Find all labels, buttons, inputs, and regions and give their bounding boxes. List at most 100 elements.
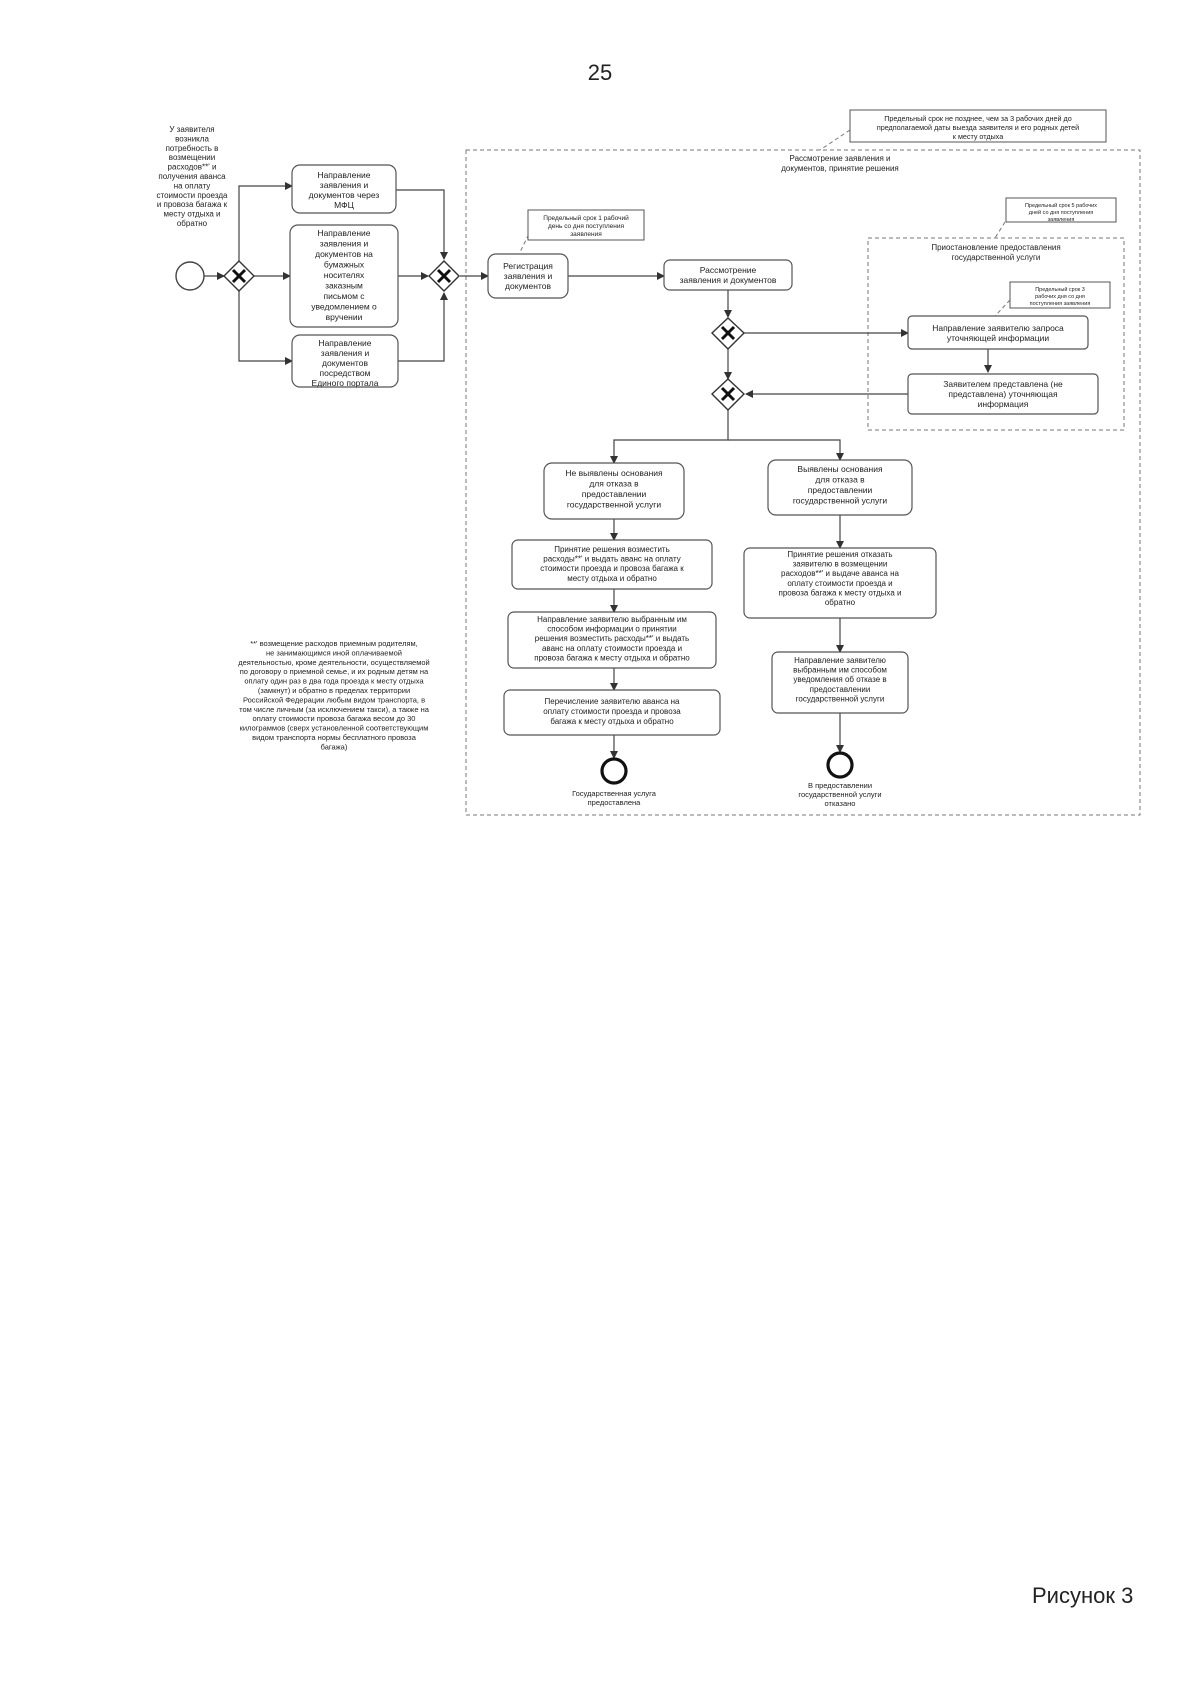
- request-info-text: Направление заявителю запросауточняющей …: [932, 323, 1064, 343]
- no-grounds-text-line: предоставлении: [582, 489, 647, 499]
- page-number: 25: [587, 60, 613, 85]
- notify-refuse-text-line: государственной услуги: [796, 694, 885, 703]
- review-text-line: Рассмотрение: [700, 265, 757, 275]
- footnote-text-line: Российской Федерации любым видом транспо…: [243, 695, 425, 704]
- no-grounds-text-line: для отказа в: [589, 479, 639, 489]
- initiator-text-line: стоимости проезда: [157, 191, 228, 200]
- footnote-text-line: том числе личным (за исключением такси),…: [239, 705, 430, 714]
- task-no-grounds: [543, 462, 685, 520]
- request-note-text-line: Предельный срок 3: [1035, 286, 1085, 293]
- registration-note-text-line: Предельный срок 1 рабочий: [543, 214, 629, 222]
- task-registration: [487, 253, 569, 299]
- deadline-note: [849, 109, 1107, 143]
- task-request-info: [907, 315, 1089, 350]
- initiator-text-line: потребность в: [166, 144, 219, 153]
- footnote-text: **' возмещение расходов приемным родител…: [238, 639, 429, 751]
- decision-refuse-text-line: Принятие решения отказать: [787, 550, 892, 559]
- notify-approve-text-line: провоза багажа к месту отдыха и обратно: [534, 653, 690, 662]
- suspension-pool-text-line: Приостановление предоставления: [931, 243, 1060, 252]
- end-granted-text-line: Государственная услуга: [572, 789, 657, 798]
- end-granted-text-line: предоставлена: [588, 798, 642, 807]
- initiator-text-line: и провоза багажа к: [157, 200, 228, 209]
- footnote-text-line: багажа): [321, 742, 348, 751]
- end-event-refused: [826, 751, 854, 779]
- suspension-note-connector: [994, 221, 1006, 239]
- registration-text-line: заявления и: [504, 271, 553, 281]
- submit-portal-text-line: заявления и: [321, 348, 370, 358]
- initiator-text-line: получения аванса: [158, 172, 226, 181]
- initiator-text-line: возмещении: [169, 153, 215, 162]
- suspension-note: [1005, 197, 1117, 223]
- suspension-pool-text: Приостановление предоставлениягосударств…: [931, 243, 1060, 262]
- notify-approve-text-line: Направление заявителю выбранным им: [537, 615, 687, 624]
- deadline-note-text-line: к месту отдыха: [953, 132, 1003, 141]
- flow-edges: [190, 182, 992, 759]
- submit-mail-text-line: бумажных: [324, 260, 365, 270]
- notify-refuse-text-line: уведомления об отказе в: [793, 675, 886, 684]
- request-note-text-line: рабочих дня со дня: [1035, 294, 1085, 300]
- deadline-note-text: Предельный срок не позднее, чем за 3 раб…: [877, 114, 1079, 141]
- notify-refuse-text-line: предоставлении: [810, 685, 871, 694]
- request-note-connector: [994, 299, 1011, 317]
- submit-mail-text-line: Направление: [317, 228, 370, 238]
- submit-portal-text-line: посредством: [320, 368, 371, 378]
- registration-note-text-line: заявления: [570, 231, 602, 238]
- task-decision-approve: [511, 539, 713, 590]
- review-pool-text-line: Рассмотрение заявления и: [790, 154, 891, 163]
- task-submit-portal: [291, 334, 399, 388]
- submit-mfc-text-line: МФЦ: [334, 200, 354, 210]
- submit-mail-text-line: заказным: [325, 281, 363, 291]
- notify-refuse-text-line: выбранным им способом: [793, 666, 887, 675]
- initiator-text-line: У заявителя: [169, 125, 214, 134]
- suspension-note-text-line: Предельный срок 5 рабочих: [1025, 202, 1097, 209]
- request-info-text-line: уточняющей информации: [947, 333, 1050, 343]
- decision-approve-text-line: стоимости проезда и провоза багажа к: [540, 564, 684, 573]
- review-text-line: заявления и документов: [680, 275, 777, 285]
- request-note-text-line: поступления заявления: [1030, 301, 1091, 307]
- task-grounds-found: [767, 459, 913, 516]
- task-submit-mail: [289, 224, 399, 328]
- footnote-text-line: оплату один раз в два года проезда к мес…: [244, 677, 424, 686]
- start-event: [175, 261, 205, 291]
- submit-mail-text-line: уведомлением о: [311, 302, 377, 312]
- notify-approve-text: Направление заявителю выбранным имспособ…: [534, 615, 690, 662]
- footnote-text-line: килограммов (сверх установленной соответ…: [240, 724, 429, 733]
- gateway-info-merge: [710, 378, 746, 411]
- footnote-text-line: (замкнут) и обратно в пределах территори…: [258, 686, 410, 695]
- submit-mail-text-line: письмом с: [323, 291, 365, 301]
- grounds-found-text-line: предоставлении: [808, 485, 873, 495]
- info-provided-text-line: Заявителем представлена (не: [943, 379, 1063, 389]
- suspension-pool-text-line: государственной услуги: [952, 253, 1041, 262]
- initiator-text-line: возникла: [175, 134, 209, 143]
- suspension-note-text-line: дней со дня поступления: [1029, 209, 1094, 216]
- info-provided-text: Заявителем представлена (непредставлена)…: [943, 379, 1063, 409]
- task-notify-refuse: [771, 651, 909, 714]
- footnote-text-line: деятельностью, кроме деятельности, осуще…: [238, 658, 429, 667]
- submit-mail-text-line: вручении: [326, 312, 363, 322]
- decision-approve-text-line: расходы**' и выдать аванс на оплату: [543, 555, 680, 564]
- gateway-merge: [428, 260, 460, 292]
- submit-mail-text-line: документов на: [315, 249, 373, 259]
- registration-note-text-line: день со дня поступления: [548, 223, 624, 230]
- registration-note: [527, 209, 645, 241]
- deadline-note-text-line: Предельный срок не позднее, чем за 3 раб…: [884, 114, 1071, 123]
- grounds-found-text-line: государственной услуги: [793, 496, 888, 506]
- registration-text-line: документов: [505, 281, 551, 291]
- suspension-note-text-line: заявления: [1048, 217, 1075, 223]
- notify-approve-text-line: способом информации о принятии: [547, 625, 676, 634]
- review-pool: [465, 149, 1141, 816]
- task-info-provided: [907, 373, 1099, 415]
- transfer-text-line: Перечисление заявителю аванса на: [545, 697, 681, 706]
- initiator-text-line: обратно: [177, 219, 208, 228]
- end-refused-text-line: отказано: [825, 799, 856, 808]
